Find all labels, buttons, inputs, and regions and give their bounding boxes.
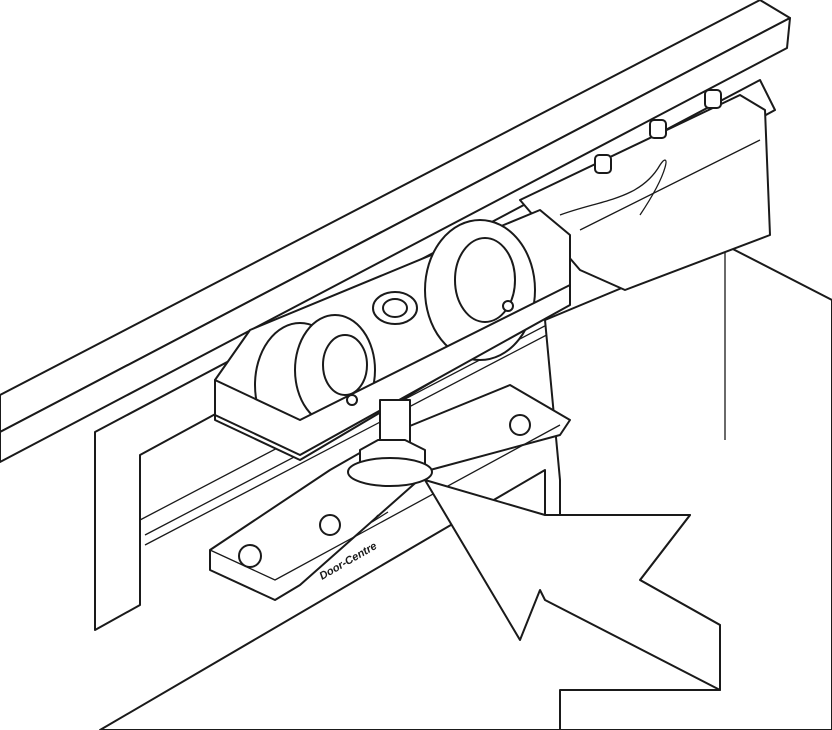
roller-carriage	[215, 210, 570, 460]
drive-unit	[520, 90, 770, 290]
stop-knob	[705, 90, 721, 108]
door-mounting-bracket: Door-Centre	[210, 385, 570, 600]
screw-icon	[320, 515, 340, 535]
indicator-arrow	[425, 480, 720, 690]
screw-icon	[239, 545, 261, 567]
screw-icon	[510, 415, 530, 435]
stop-knob	[595, 155, 611, 173]
stop-knob	[650, 120, 666, 138]
